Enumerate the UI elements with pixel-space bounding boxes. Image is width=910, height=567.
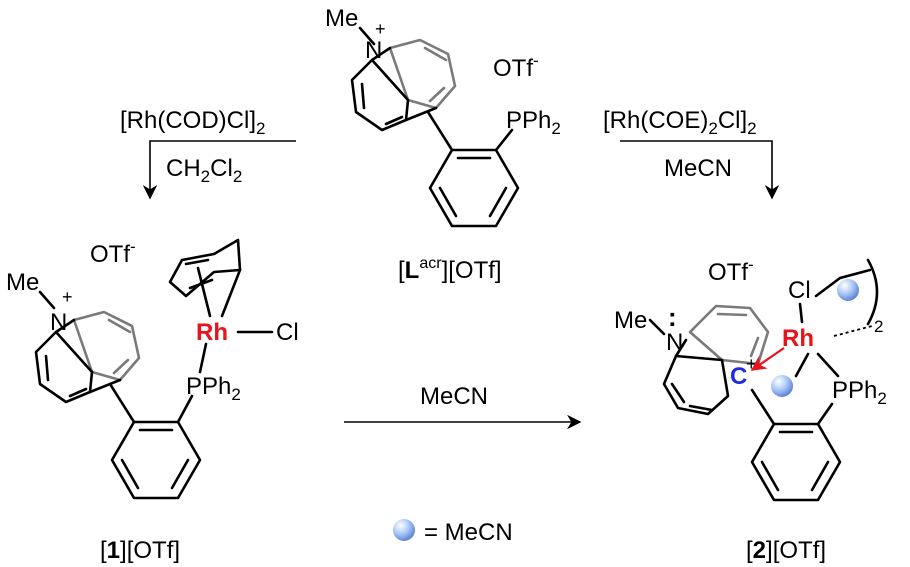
compound1-rhodium-label: Rh (196, 319, 228, 346)
right-reagent-solvent: MeCN (664, 155, 732, 182)
left-reagent-solvent: CH2Cl2 (166, 155, 242, 186)
ligand-caption: [Lacr][OTf] (398, 255, 502, 284)
compound1-caption: [1][OTf] (100, 537, 180, 564)
compound2-mecn-sphere-bottom (771, 375, 793, 397)
ligand-plus-charge: + (375, 19, 386, 39)
legend-text: = MeCN (424, 519, 513, 546)
compound2-carbocation-carbon: C (730, 363, 747, 390)
left-reaction-arrow: [Rh(COD)Cl]2 CH2Cl2 (120, 107, 296, 200)
compound-2-structure: OTf- Me N : C + Rh Cl 2 PPh2 (614, 255, 887, 502)
middle-reagent-label: MeCN (420, 383, 488, 410)
legend-mecn-sphere (393, 519, 415, 541)
ligand-otf-label: OTf- (493, 51, 539, 82)
ligand-pph2-label: PPh2 (506, 107, 561, 138)
compound1-pph2-label: PPh2 (186, 373, 241, 404)
compound2-dimer-subscript: 2 (874, 317, 883, 336)
compound1-methyl-label: Me (6, 269, 39, 296)
left-reagent-rh-cod: [Rh(COD)Cl]2 (120, 107, 265, 138)
compound2-methyl-label: Me (614, 307, 647, 334)
legend: = MeCN (393, 519, 513, 546)
ligand-structure: Me N + PPh2 OTf- (325, 5, 561, 228)
compound1-plus-charge: + (62, 287, 73, 307)
middle-reaction-arrow: MeCN (344, 383, 582, 430)
compound2-nitrogen-label: N (666, 329, 683, 356)
compound1-nitrogen-label: N (50, 309, 67, 336)
compound2-otf-label: OTf- (708, 255, 754, 286)
compound1-chloride-label: Cl (276, 319, 299, 346)
ligand-methyl-label: Me (325, 5, 358, 32)
compound2-lone-pair: : (668, 302, 677, 332)
compound2-caption: [2][OTf] (746, 537, 826, 564)
compound-1-structure: OTf- Me N + PPh2 Rh Cl (6, 237, 299, 500)
right-reagent-rh-coe: [Rh(COE)2Cl]2 (603, 107, 757, 138)
compound2-mecn-sphere-top (837, 279, 859, 301)
compound2-rhodium-label: Rh (782, 325, 814, 352)
compound2-chloride-label: Cl (788, 277, 811, 304)
compound1-otf-label: OTf- (90, 237, 136, 268)
compound2-plus-charge: + (746, 354, 757, 374)
compound2-pph2-label: PPh2 (832, 377, 887, 408)
right-reaction-arrow: [Rh(COE)2Cl]2 MeCN (603, 107, 780, 200)
